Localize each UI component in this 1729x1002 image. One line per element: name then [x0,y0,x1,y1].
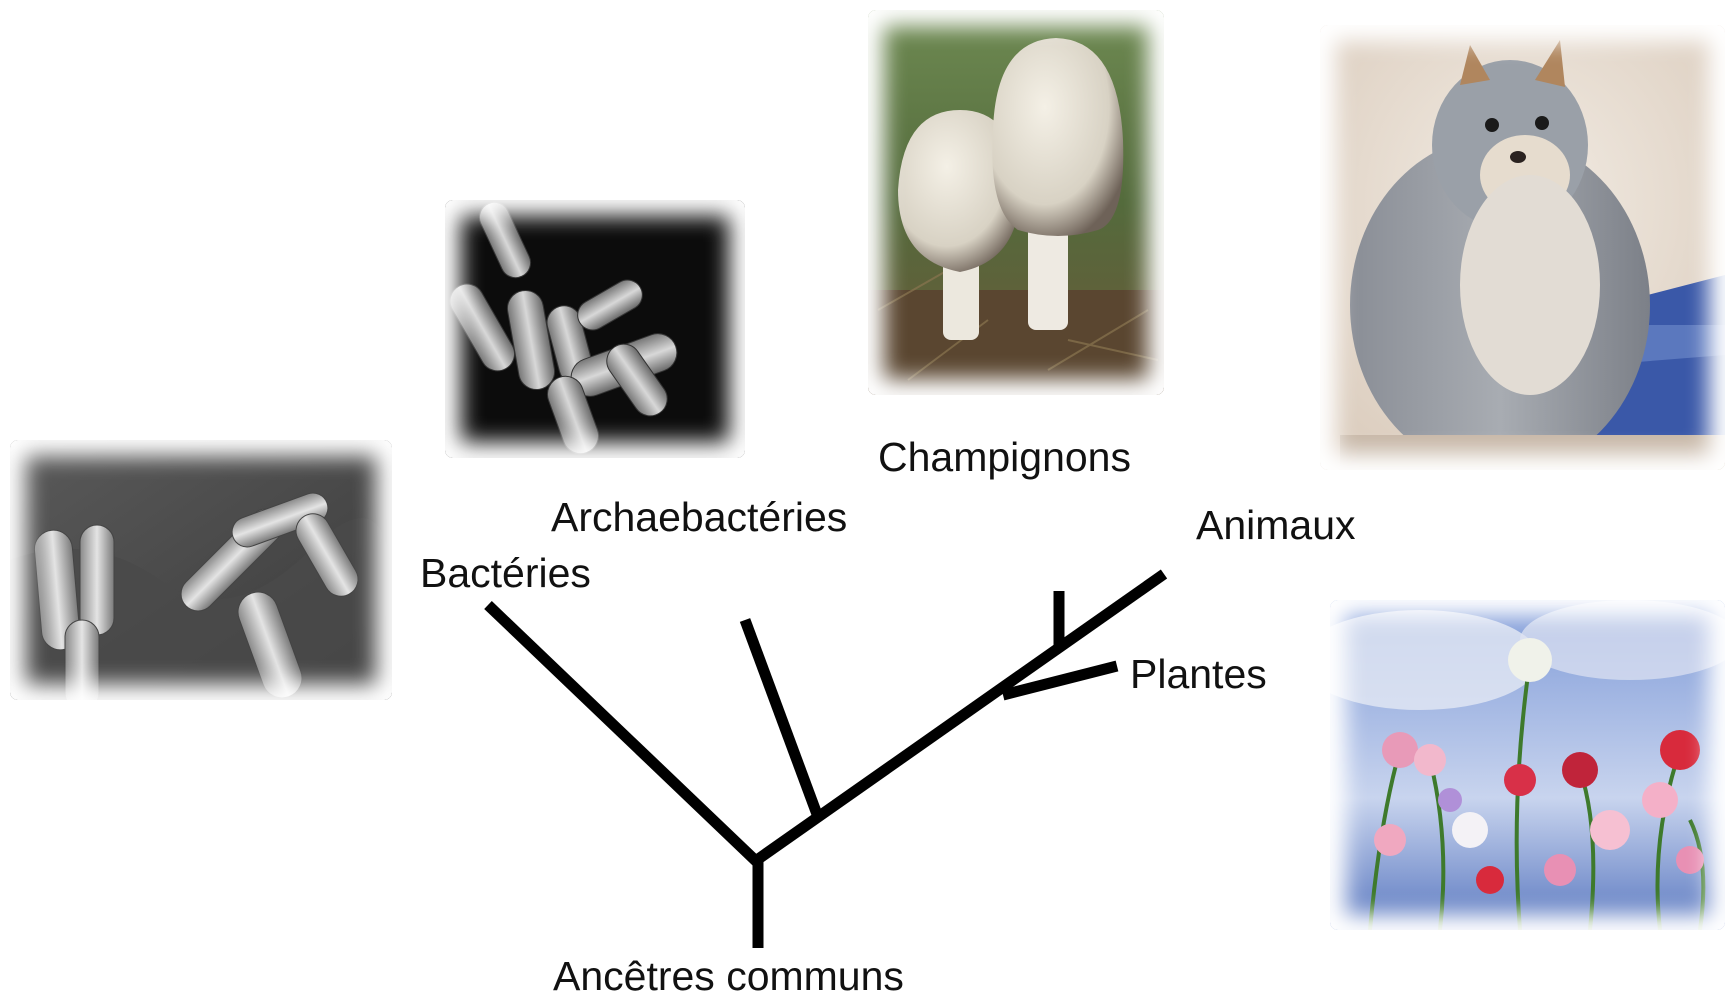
archaea-label: Archaebactéries [551,497,847,538]
archaea-image [445,200,745,458]
trunk-branch [754,574,1164,862]
ancestors-label: Ancêtres communs [553,956,904,997]
bacteria-image [10,440,392,700]
bacteria-label: Bactéries [420,553,591,594]
plants-image [1330,600,1725,930]
fungi-image [868,10,1164,395]
plants-label: Plantes [1130,654,1267,695]
animals-image [1320,25,1725,470]
bacteria-branch [488,605,758,863]
archaea-branch [745,620,818,817]
animals-label: Animaux [1196,505,1356,546]
fungi-label: Champignons [878,437,1131,478]
